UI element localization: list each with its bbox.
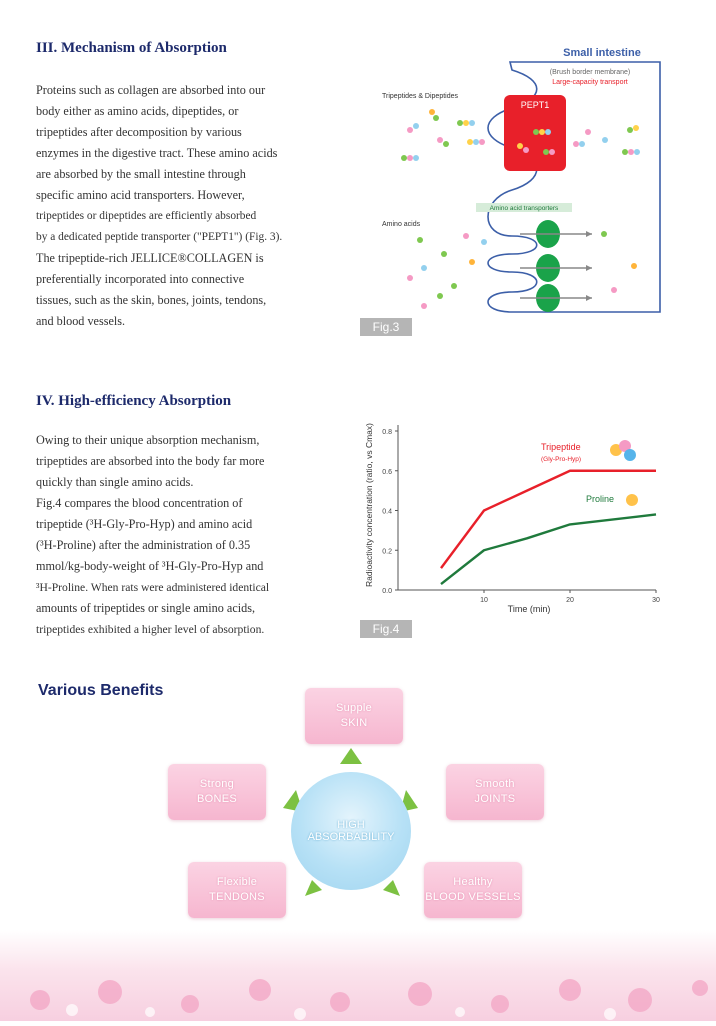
transport-label: Large-capacity transport [552,79,628,86]
y-tick-label: 0.0 [382,588,392,595]
text-line: tripeptides after decomposition by vario… [36,125,242,139]
circle-line: ABSORBABILITY [307,831,395,843]
benefit-joints: Smooth JOINTS [446,764,544,820]
fig4-label: Fig.4 [360,620,412,638]
pept1-label: PEPT1 [521,100,550,110]
legend-tripeptide-sub: (Gly-Pro-Hyp) [541,456,581,463]
section4-paragraph: Owing to their unique absorption mechani… [36,430,306,640]
amino-transporters [520,220,592,312]
text-line: ³H-Proline. When rats were administered … [36,581,270,594]
text-line: Fig.4 compares the blood concentration o… [36,496,243,510]
peptide-molecules [401,109,640,161]
text-line: are absorbed by the small intestine thro… [36,167,246,181]
benefit-line: Smooth [475,778,515,790]
x-axis-title: Time (min) [508,604,551,614]
x-tick-label: 30 [652,597,660,604]
x-tick-label: 10 [480,597,488,604]
x-tick-label: 20 [566,597,574,604]
text-line: tripeptide (³H-Gly-Pro-Hyp) and amino ac… [36,517,253,531]
benefits-title: Various Benefits [38,682,164,699]
legend-proline: Proline [586,494,614,504]
y-tick-label: 0.4 [382,509,392,516]
text-line: quickly than single amino acids. [36,475,194,489]
y-tick-label: 0.8 [382,429,392,436]
high-absorbability-circle: HIGH ABSORBABILITY [291,772,411,890]
text-line: tripeptides are absorbed into the body f… [36,454,265,468]
text-line: and blood vessels. [36,314,126,328]
circle-line: HIGH [337,819,365,831]
y-axis-title: Radioactivity concentration (ratio, vs C… [364,423,374,587]
benefit-line: SKIN [340,717,368,729]
benefit-skin: Supple SKIN [305,688,403,744]
transporters-label-bg [476,203,572,212]
benefit-line: BLOOD VESSELS [425,891,521,903]
text-line: Owing to their unique absorption mechani… [36,433,260,447]
amino-molecules [407,231,637,309]
fig4-chart: Radioactivity concentration (ratio, vs C… [364,423,660,614]
series-line-tripeptide [440,469,656,569]
text-line: mmol/kg-body-weight of ³H-Gly-Pro-Hyp an… [36,559,264,573]
series-line-proline [440,513,657,585]
text-line: (³H-Proline) after the administration of… [36,538,251,552]
proline-molecule-icon [626,494,638,506]
text-line: Proteins such as collagen are absorbed i… [36,83,266,97]
benefit-line: Strong [199,778,235,790]
blossom-icons [30,979,708,1020]
transporters-label: Amino acid transporters [490,205,559,212]
text-line: amounts of tripeptides or single amino a… [36,601,255,615]
text-line: preferentially incorporated into connect… [36,272,245,286]
benefit-bones: Strong BONES [168,764,266,820]
fig3-diagram: Small intestine (Brush border membrane) … [382,47,661,313]
benefit-tendons: Flexible TENDONS [188,862,286,918]
benefit-line: JOINTS [474,793,516,805]
tripeptide-molecule-icon [610,440,636,461]
text-line: tripeptides or dipeptides are efficientl… [36,210,257,222]
section3-title: III. Mechanism of Absorption [36,40,227,56]
text-line: tissues, such as the skin, bones, joints… [36,293,267,307]
benefit-line: Healthy [453,876,493,888]
fig3-title: Small intestine [563,47,641,59]
text-line: enzymes in the digestive tract. These am… [36,146,278,160]
amino-label: Amino acids [382,221,421,228]
fig3-label: Fig.3 [360,318,412,336]
arrow-left-down [305,880,322,896]
text-line: body either as amino acids, dipeptides, … [36,104,239,118]
section4-title: IV. High-efficiency Absorption [36,393,232,409]
benefit-blood-vessels: Healthy BLOOD VESSELS [424,862,522,918]
arrow-right-down [383,880,400,896]
y-tick-label: 0.6 [382,469,392,476]
arrow-up [340,748,362,764]
benefit-line: Supple [335,702,373,714]
legend-tripeptide: Tripeptide [541,442,581,452]
text-line: specific amino acid transporters. Howeve… [36,188,245,202]
benefit-line: BONES [196,793,237,805]
section3-paragraph: Proteins such as collagen are absorbed i… [36,80,306,332]
text-line: by a dedicated peptide transporter ("PEP… [36,231,283,243]
tripeptides-label: Tripeptides & Dipeptides [382,93,459,100]
membrane-label: (Brush border membrane) [550,69,631,76]
benefit-line: TENDONS [209,891,265,903]
cherry-blossom-footer [0,930,716,1021]
y-tick-label: 0.2 [382,548,392,555]
benefit-line: Flexible [216,876,258,888]
text-line: The tripeptide-rich JELLICE®COLLAGEN is [36,251,264,265]
intestine-membrane [487,61,661,313]
text-line: tripeptides exhibited a higher level of … [36,623,265,636]
